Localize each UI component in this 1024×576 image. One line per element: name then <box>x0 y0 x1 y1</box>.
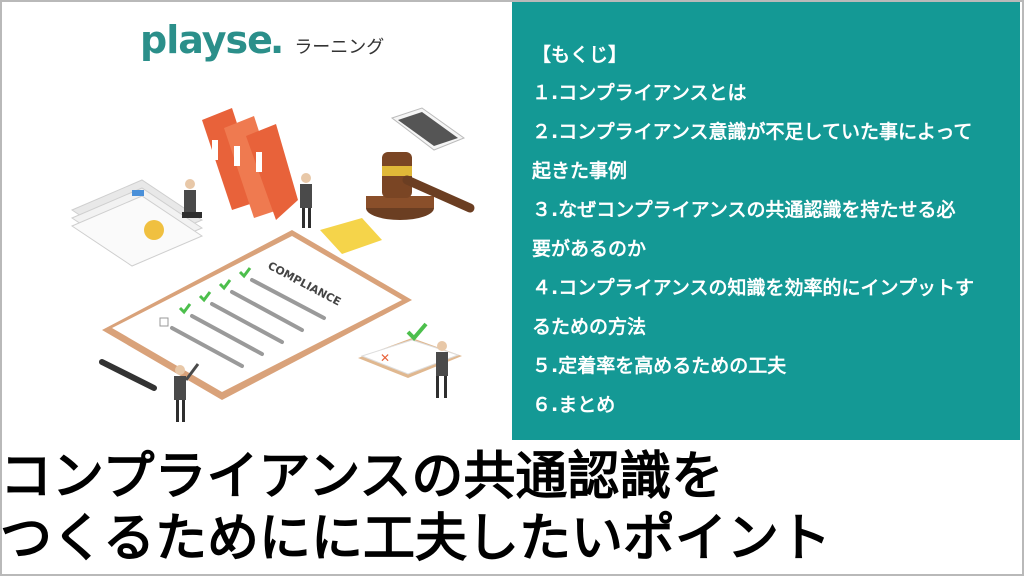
toc-item: 要があるのか <box>532 238 647 260</box>
table-of-contents: 【もくじ】 １.コンプライアンスとは ２.コンプライアンス意識が不足していた事に… <box>512 2 1020 440</box>
compliance-illustration: COMPLIANCE ✕ <box>70 107 475 422</box>
title-line-1: コンプライアンスの共通認識を <box>0 447 724 507</box>
toc-item: １.コンプライアンスとは <box>532 82 747 104</box>
pen-icon <box>99 359 157 391</box>
logo-dot: . <box>269 18 285 62</box>
clipboard-icon: COMPLIANCE <box>102 218 412 400</box>
gavel-icon <box>366 152 475 220</box>
smartphone-icon <box>390 107 466 151</box>
documents-stack-icon <box>70 179 204 267</box>
logo-subtitle: ラーニング <box>294 37 385 58</box>
toc-item: 起きた事例 <box>532 160 628 182</box>
people-figures <box>174 173 448 422</box>
person-pointing-icon <box>174 363 200 422</box>
binders-icon <box>202 108 298 220</box>
svg-text:✕: ✕ <box>380 351 390 365</box>
toc-item: るための方法 <box>532 316 647 338</box>
toc-heading: 【もくじ】 <box>532 44 628 66</box>
brand-logo: playse . ラーニング <box>140 18 385 62</box>
toc-item: ２.コンプライアンス意識が不足していた事によって <box>532 121 973 143</box>
person-sitting-icon <box>182 179 202 218</box>
logo-word: playse <box>140 18 273 62</box>
title-line-2: つくるためにに工夫したいポイント <box>0 509 831 569</box>
person-walking-icon <box>436 341 448 398</box>
page-title: コンプライアンスの共通認識を つくるためにに工夫したいポイント <box>0 446 1020 570</box>
toc-item: ４.コンプライアンスの知識を効率的にインプットす <box>532 277 974 299</box>
toc-item: ６.まとめ <box>532 394 616 416</box>
person-standing-icon <box>300 173 312 228</box>
toc-item: ５.定着率を高めるための工夫 <box>532 355 787 377</box>
toc-item: ３.なぜコンプライアンスの共通認識を持たせる必 <box>532 199 956 221</box>
open-book-icon: ✕ <box>358 322 462 378</box>
